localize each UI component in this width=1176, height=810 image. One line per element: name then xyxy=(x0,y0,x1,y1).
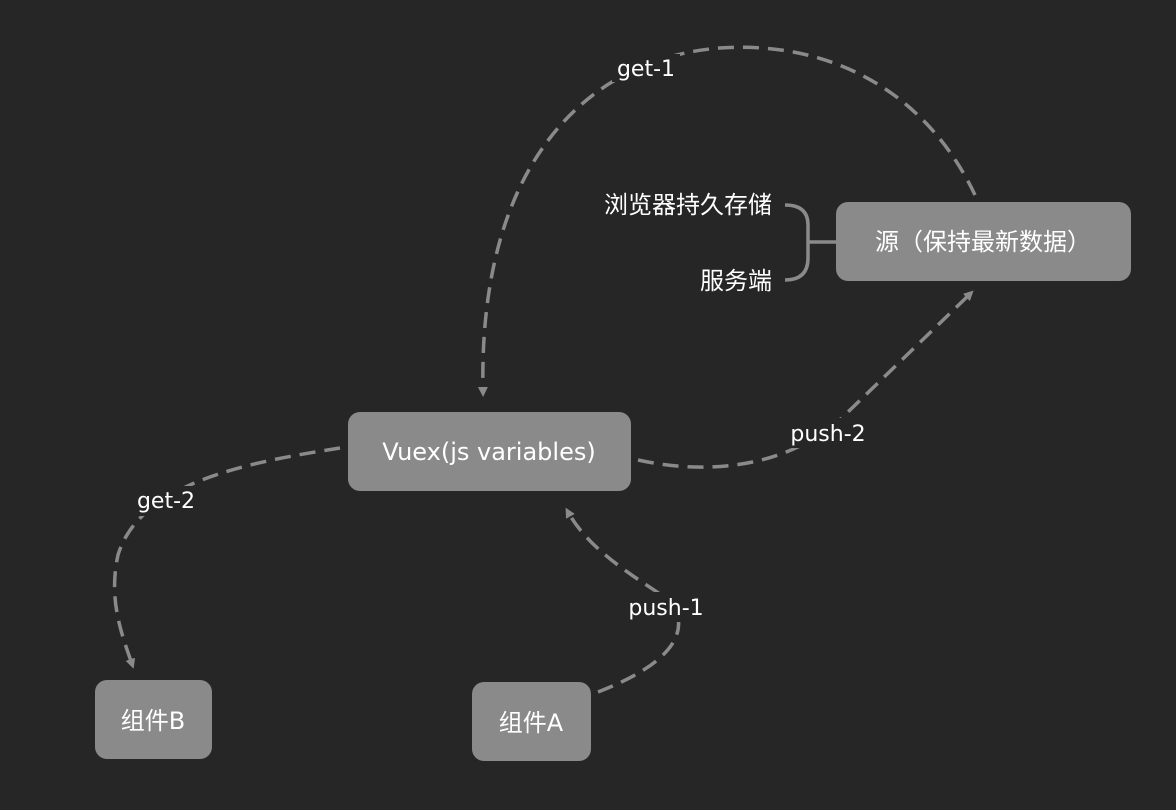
svg-text:组件A: 组件A xyxy=(499,709,564,737)
label-get-1: get-1 xyxy=(612,54,680,82)
svg-text:组件B: 组件B xyxy=(121,707,185,735)
svg-text:get-1: get-1 xyxy=(617,57,675,82)
label-push-1: push-1 xyxy=(622,592,710,622)
node-component-b: 组件B xyxy=(95,680,212,759)
node-source: 源（保持最新数据） xyxy=(836,202,1131,281)
node-component-a: 组件A xyxy=(472,682,591,761)
edge-get-2 xyxy=(112,446,341,669)
child-browser-storage: 浏览器持久存储 xyxy=(604,191,772,219)
edge-get-1 xyxy=(477,45,977,397)
svg-text:get-2: get-2 xyxy=(137,489,195,514)
bracket-connector xyxy=(784,203,836,282)
svg-text:源（保持最新数据）: 源（保持最新数据） xyxy=(875,228,1091,256)
label-push-2: push-2 xyxy=(782,418,874,448)
child-server: 服务端 xyxy=(700,267,772,295)
node-vuex: Vuex(js variables) xyxy=(348,412,631,491)
svg-text:Vuex(js variables): Vuex(js variables) xyxy=(382,438,595,466)
svg-text:push-1: push-1 xyxy=(628,596,703,621)
label-get-2: get-2 xyxy=(130,486,202,516)
svg-text:push-2: push-2 xyxy=(790,422,865,447)
